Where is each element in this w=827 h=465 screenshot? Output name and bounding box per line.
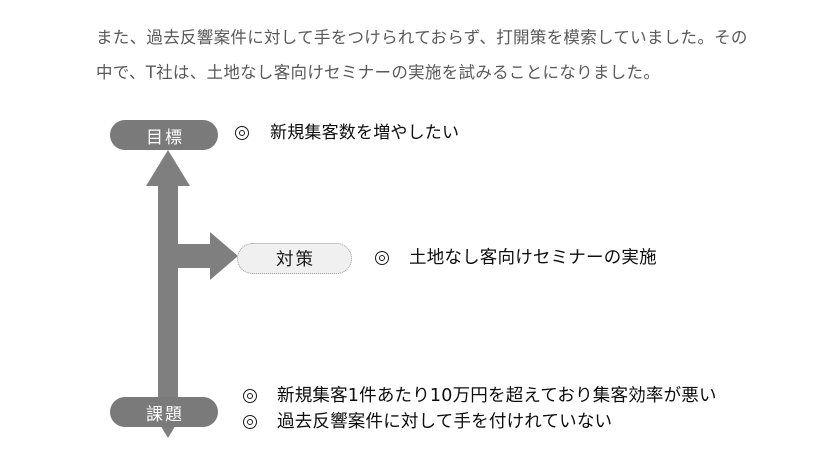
intro-paragraph-line-2: 中で、T社は、土地なし客向けセミナーの実施を試みることになりました。 bbox=[96, 63, 661, 82]
issue-item-list: 新規集客1件あたり10万円を超えており集客効率が悪い 過去反響案件に対して手を付… bbox=[243, 385, 717, 437]
node-issue[interactable]: 課題 bbox=[110, 397, 218, 427]
bullseye-double-circle-icon bbox=[243, 389, 257, 403]
node-goal[interactable]: 目標 bbox=[110, 120, 218, 150]
issue-item-row: 過去反響案件に対して手を付けれていない bbox=[243, 411, 717, 433]
branch-right-arrow-icon bbox=[178, 232, 238, 280]
intro-paragraph-line-1: また、過去反響案件に対して手をつけられておらず、打開策を模索していました。その bbox=[96, 28, 748, 47]
bullseye-double-circle-icon bbox=[375, 251, 389, 265]
goal-item-row: 新規集客数を増やしたい bbox=[235, 122, 459, 144]
intro-paragraph: また、過去反響案件に対して手をつけられておらず、打開策を模索していました。その … bbox=[96, 20, 756, 90]
issue-item-row: 新規集客1件あたり10万円を超えており集客効率が悪い bbox=[243, 385, 717, 407]
goal-item-text: 新規集客数を増やしたい bbox=[270, 123, 460, 143]
bullseye-double-circle-icon bbox=[243, 415, 257, 429]
vertical-double-arrow-icon bbox=[146, 150, 190, 438]
measure-item-row: 土地なし客向けセミナーの実施 bbox=[375, 247, 657, 269]
issue-item-text: 過去反響案件に対して手を付けれていない bbox=[277, 412, 613, 432]
bullseye-double-circle-icon bbox=[235, 126, 249, 140]
issue-item-text: 新規集客1件あたり10万円を超えており集客効率が悪い bbox=[277, 386, 717, 406]
node-measure[interactable]: 対策 bbox=[237, 243, 352, 274]
measure-item-text: 土地なし客向けセミナーの実施 bbox=[409, 248, 657, 268]
